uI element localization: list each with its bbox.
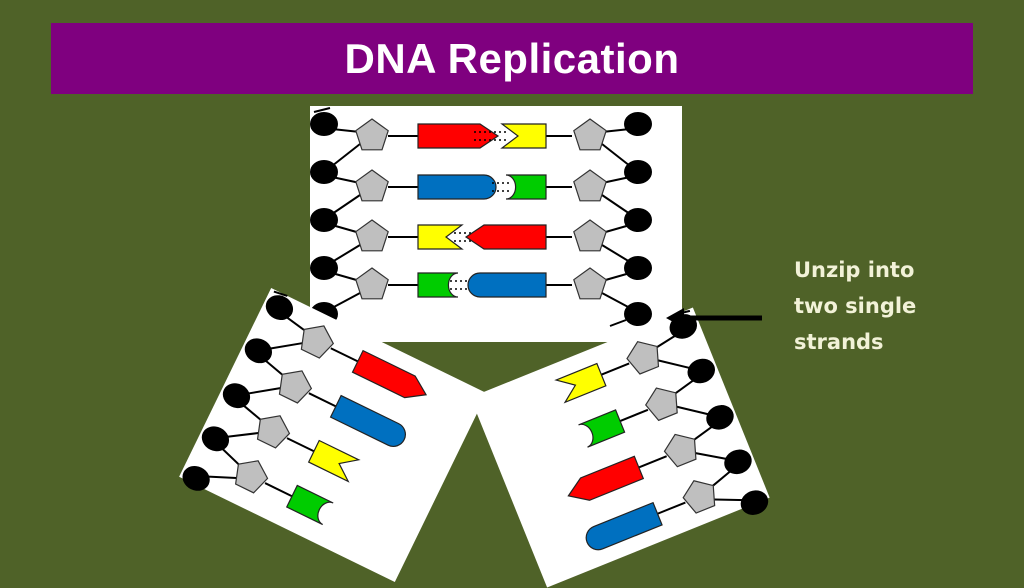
backbone-bond — [264, 482, 293, 498]
sugar-icon — [300, 325, 335, 359]
adenine-base — [417, 123, 500, 149]
slide-title: DNA Replication — [344, 34, 680, 82]
guanine-base — [585, 501, 663, 551]
backbone-bond — [657, 359, 692, 370]
phosphate-icon — [265, 295, 294, 321]
phosphate-icon — [687, 358, 715, 384]
backbone-bond — [638, 455, 668, 469]
phosphate-icon — [624, 160, 652, 184]
backbone-bond — [246, 387, 281, 395]
adenine-base — [351, 349, 428, 399]
sugar-icon — [256, 415, 291, 449]
backbone-bond — [676, 405, 711, 416]
left-strand-panel — [179, 288, 487, 582]
backbone-bond — [225, 432, 259, 438]
cytosine-base — [285, 484, 334, 526]
phosphate-icon — [724, 449, 752, 475]
backbone-bond — [331, 292, 361, 309]
phosphate-icon — [740, 490, 769, 515]
caption-line-2: two single — [794, 294, 917, 318]
cytosine-base — [417, 272, 459, 298]
double-strand-panel — [310, 106, 682, 342]
thymine-base — [307, 439, 361, 483]
backbone-bond — [600, 362, 630, 376]
phosphate-icon — [310, 208, 338, 232]
phosphate-icon — [182, 465, 210, 491]
backbone-bond — [308, 392, 337, 408]
backbone-bond — [313, 107, 331, 113]
backbone-bond — [331, 244, 361, 263]
thymine-base — [554, 362, 607, 404]
backbone-bond — [601, 194, 631, 215]
sugar-icon — [278, 370, 313, 404]
thymine-base — [500, 123, 547, 149]
sugar-icon — [573, 219, 607, 252]
sugar-icon — [355, 267, 389, 300]
phosphate-icon — [624, 302, 652, 326]
phosphate-icon — [222, 383, 251, 409]
backbone-bond — [619, 408, 649, 422]
phosphate-icon — [310, 256, 338, 280]
sugar-icon — [234, 460, 269, 494]
sugar-icon — [355, 118, 389, 151]
sugar-icon — [355, 219, 389, 252]
backbone-bond — [601, 292, 631, 309]
backbone-bond — [268, 342, 303, 350]
cytosine-base — [505, 174, 547, 200]
backbone-bond — [657, 501, 686, 515]
sugar-icon — [644, 387, 678, 422]
title-bar: DNA Replication — [51, 23, 973, 94]
right-single-strand-diagram — [554, 309, 769, 551]
guanine-base — [329, 394, 406, 448]
guanine-base — [417, 174, 497, 200]
phosphate-icon — [244, 338, 273, 364]
right-strand-panel — [470, 307, 770, 588]
guanine-base — [467, 272, 547, 298]
backbone-bond — [609, 319, 627, 327]
thymine-base — [417, 224, 464, 250]
cytosine-base — [578, 409, 626, 448]
sugar-icon — [573, 267, 607, 300]
phosphate-icon — [624, 208, 652, 232]
backbone-bond — [601, 143, 631, 167]
sugar-icon — [663, 433, 697, 468]
adenine-base — [464, 224, 547, 250]
backbone-bond — [331, 194, 361, 215]
phosphate-icon — [624, 112, 652, 136]
backbone-bond — [331, 128, 361, 133]
backbone-bond — [331, 143, 361, 167]
sugar-icon — [573, 169, 607, 202]
backbone-bond — [286, 437, 315, 453]
phosphate-icon — [310, 160, 338, 184]
backbone-bond — [601, 128, 631, 133]
phosphate-icon — [201, 426, 230, 452]
left-arrow-icon — [666, 308, 762, 328]
sugar-icon — [626, 340, 660, 375]
caption-line-3: strands — [794, 330, 884, 354]
backbone-bond — [330, 347, 359, 363]
backbone-bond — [205, 475, 237, 479]
caption-line-1: Unzip into — [794, 258, 915, 282]
unzip-caption: Unzip into two single strands — [794, 252, 994, 360]
phosphate-icon — [706, 405, 734, 430]
sugar-icon — [355, 169, 389, 202]
backbone-bond — [273, 290, 288, 297]
sugar-icon — [682, 480, 716, 514]
backbone-bond — [695, 452, 729, 461]
backbone-bond — [601, 244, 631, 263]
backbone-bond — [714, 498, 745, 502]
phosphate-icon — [624, 256, 652, 280]
adenine-base — [567, 455, 645, 501]
double-strand-diagram — [310, 107, 652, 333]
phosphate-icon — [310, 112, 338, 136]
sugar-icon — [573, 118, 607, 151]
left-single-strand-diagram — [182, 290, 428, 526]
